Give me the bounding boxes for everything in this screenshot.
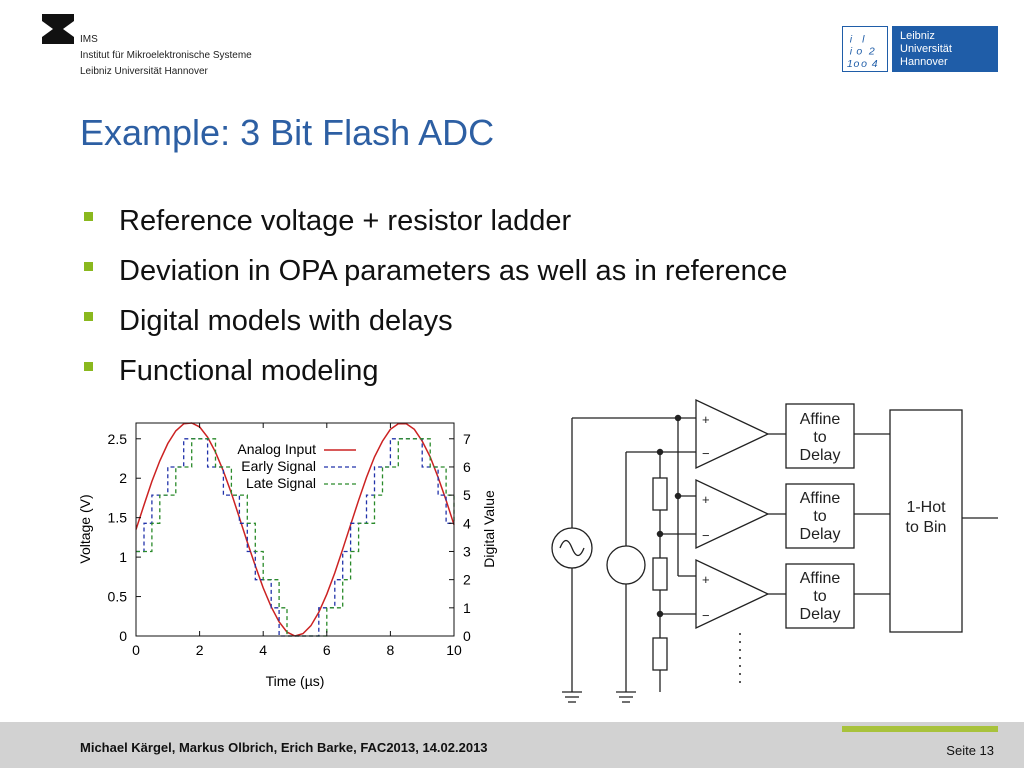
x-tick-label: 0 bbox=[132, 642, 140, 658]
y2-tick-label: 0 bbox=[463, 628, 471, 644]
x-tick-label: 4 bbox=[259, 642, 267, 658]
university-name: Leibniz Universität Hannover bbox=[892, 26, 998, 72]
bullet-text: Functional modeling bbox=[119, 355, 379, 387]
minus-label: − bbox=[702, 446, 710, 461]
legend-label-late: Late Signal bbox=[246, 475, 316, 491]
ims-logo-icon bbox=[42, 14, 74, 44]
x-axis-label: Time (µs) bbox=[266, 673, 325, 689]
plus-label: + bbox=[702, 412, 710, 427]
university-name-line-2: Universität bbox=[900, 43, 952, 55]
x-tick-label: 8 bbox=[387, 642, 395, 658]
minus-label: − bbox=[702, 528, 710, 543]
dc-source-icon bbox=[606, 545, 646, 585]
bullet-text: Digital models with delays bbox=[119, 305, 453, 337]
affine-delay-block bbox=[785, 483, 855, 549]
resistor-icon bbox=[652, 557, 668, 591]
y2-tick-label: 1 bbox=[463, 600, 471, 616]
svg-text:o: o bbox=[861, 58, 867, 70]
y-tick-label: 2.5 bbox=[108, 431, 128, 447]
resistor-icon bbox=[652, 477, 668, 511]
ground-icon bbox=[562, 691, 582, 703]
y2-tick-label: 7 bbox=[463, 431, 471, 447]
institute-line-2: Institut für Mikroelektronische Systeme bbox=[80, 50, 252, 61]
legend-label-early: Early Signal bbox=[241, 458, 316, 474]
university-logo: i l i o 2 1 o o 4 Leibniz Universität Ha… bbox=[842, 26, 998, 72]
junction-dot bbox=[656, 448, 664, 456]
y-tick-label: 0.5 bbox=[108, 589, 128, 605]
ground-icon bbox=[616, 691, 636, 703]
bullet-square-icon bbox=[84, 262, 93, 271]
minus-label: − bbox=[702, 608, 710, 623]
bullet-item: Functional modeling bbox=[82, 346, 787, 396]
comparator-icon bbox=[695, 478, 770, 550]
resistor-icon bbox=[652, 637, 668, 671]
institute-line-3: Leibniz Universität Hannover bbox=[80, 66, 208, 77]
y2-tick-label: 2 bbox=[463, 572, 471, 588]
chart-legend: Analog Input Early Signal Late Signal bbox=[237, 441, 356, 491]
bullet-list: Reference voltage + resistor ladder Devi… bbox=[82, 196, 787, 396]
footer-authors: Michael Kärgel, Markus Olbrich, Erich Ba… bbox=[80, 740, 488, 755]
x-tick-label: 10 bbox=[446, 642, 462, 658]
bullet-square-icon bbox=[84, 362, 93, 371]
bullet-item: Reference voltage + resistor ladder bbox=[82, 196, 787, 246]
svg-text:i: i bbox=[850, 46, 853, 58]
y-tick-label: 1.5 bbox=[108, 510, 128, 526]
x-tick-label: 2 bbox=[196, 642, 204, 658]
svg-text:4: 4 bbox=[872, 58, 878, 70]
svg-text:1: 1 bbox=[847, 58, 853, 70]
y-axis-label: Voltage (V) bbox=[77, 494, 93, 563]
institute-name: IMS Institut für Mikroelektronische Syst… bbox=[80, 32, 252, 80]
page-number: Seite 13 bbox=[946, 743, 994, 758]
legend-label-analog: Analog Input bbox=[237, 441, 316, 457]
svg-text:o: o bbox=[854, 58, 860, 70]
svg-text:i: i bbox=[850, 33, 853, 45]
y2-tick-label: 3 bbox=[463, 543, 471, 559]
bullet-item: Deviation in OPA parameters as well as i… bbox=[82, 246, 787, 296]
y-tick-label: 0 bbox=[119, 628, 127, 644]
university-emblem-icon: i l i o 2 1 o o 4 bbox=[842, 26, 888, 72]
comparator-icon bbox=[695, 558, 770, 630]
svg-text:o: o bbox=[856, 46, 862, 58]
affine-delay-block bbox=[785, 403, 855, 469]
bullet-square-icon bbox=[84, 212, 93, 221]
svg-text:2: 2 bbox=[868, 46, 875, 58]
bullet-item: Digital models with delays bbox=[82, 296, 787, 346]
comparator-icon bbox=[695, 398, 770, 470]
footer-accent-bar bbox=[842, 726, 998, 732]
plus-label: + bbox=[702, 572, 710, 587]
bullet-text: Deviation in OPA parameters as well as i… bbox=[119, 255, 788, 287]
y-tick-label: 2 bbox=[119, 470, 127, 486]
institute-line-1: IMS bbox=[80, 34, 98, 45]
svg-text:l: l bbox=[862, 33, 865, 45]
y-tick-label: 1 bbox=[119, 549, 127, 565]
slide-title: Example: 3 Bit Flash ADC bbox=[80, 112, 495, 153]
ac-source-icon bbox=[551, 527, 593, 569]
one-hot-to-bin-block bbox=[889, 409, 963, 633]
sine-glyph-icon bbox=[559, 539, 585, 557]
continuation-dots-icon bbox=[739, 633, 741, 683]
y2-tick-label: 4 bbox=[463, 515, 471, 531]
bullet-square-icon bbox=[84, 312, 93, 321]
plus-label: + bbox=[702, 492, 710, 507]
affine-delay-block bbox=[785, 563, 855, 629]
bullet-text: Reference voltage + resistor ladder bbox=[119, 205, 572, 237]
y2-tick-label: 5 bbox=[463, 487, 471, 503]
y2-axis-label: Digital Value bbox=[481, 490, 497, 568]
y2-tick-label: 6 bbox=[463, 459, 471, 475]
university-name-line-3: Hannover bbox=[900, 56, 948, 68]
university-name-line-1: Leibniz bbox=[900, 30, 935, 42]
plot-frame bbox=[135, 422, 455, 637]
x-tick-label: 6 bbox=[323, 642, 331, 658]
